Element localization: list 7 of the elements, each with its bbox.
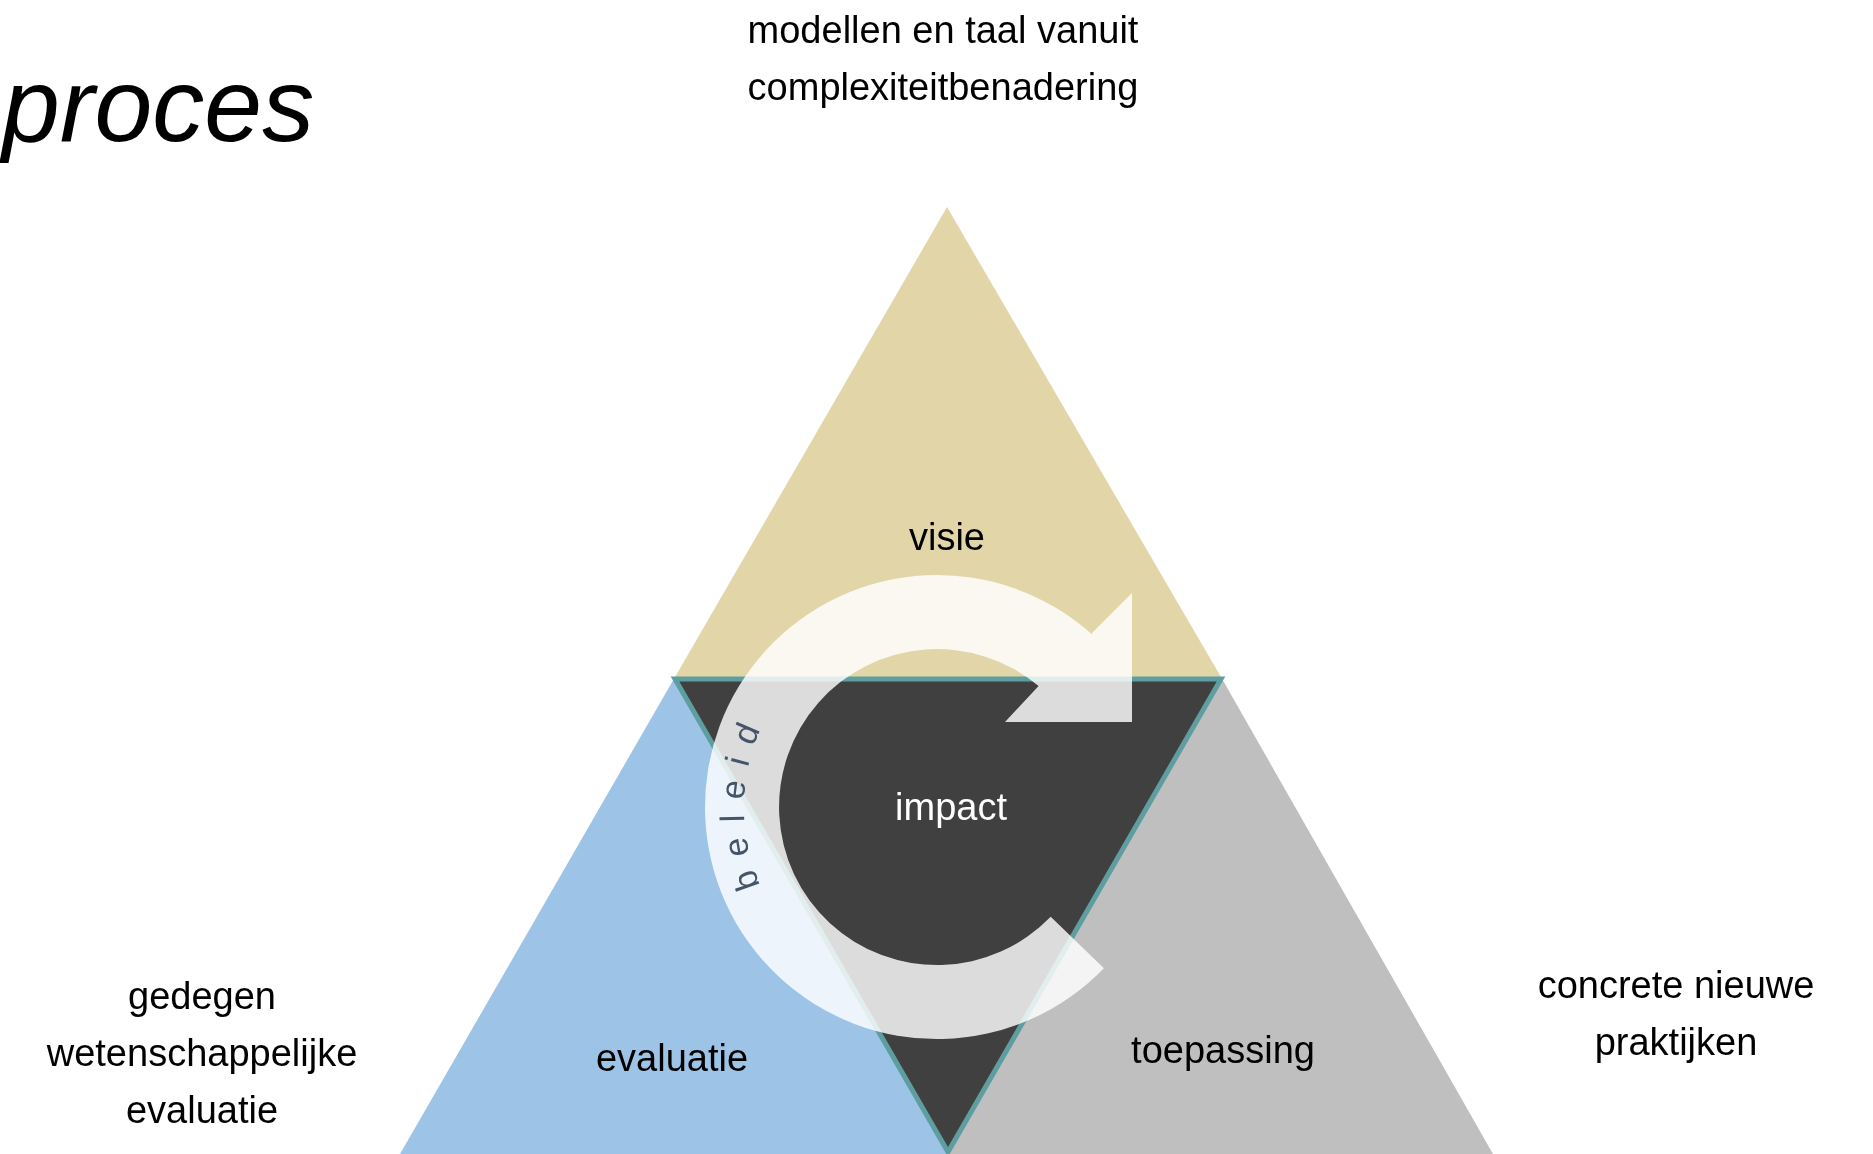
- triangle-label: evaluatie: [595, 1036, 749, 1080]
- triangle-label: toepassing: [1131, 1028, 1315, 1072]
- outer-caption: gedegen wetenschappelijke evaluatie: [45, 974, 359, 1133]
- triangle-label: visie: [909, 515, 985, 559]
- outer-caption: concrete nieuwe praktijken: [1536, 963, 1816, 1065]
- outer-caption: modellen en taal vanuit complexiteitbenadering: [746, 8, 1140, 110]
- triangle-label: impact: [895, 785, 1007, 829]
